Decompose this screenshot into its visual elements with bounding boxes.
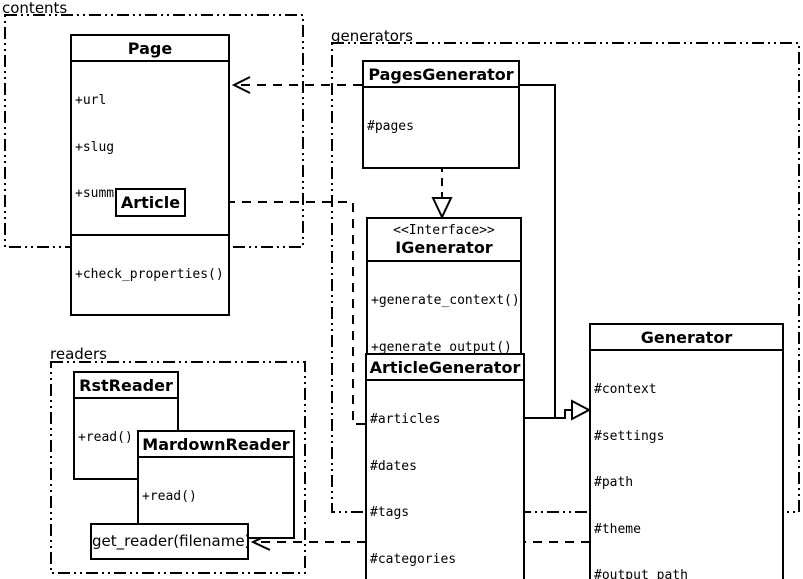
- class-rstreader-title: RstReader: [79, 376, 173, 395]
- package-label-contents: contents: [2, 0, 68, 17]
- package-frame-readers: [50, 361, 306, 574]
- generalization-arrow-generator: [571, 399, 592, 421]
- class-mardownreader: MardownReader +read(): [137, 430, 295, 539]
- class-article: Article: [115, 188, 186, 217]
- class-pagesgenerator: PagesGenerator #pages: [362, 60, 520, 169]
- package-frame-generators: [331, 42, 800, 513]
- class-igenerator-title: IGenerator: [395, 238, 493, 257]
- class-igenerator-stereotype: <<Interface>>: [393, 223, 495, 238]
- class-pagesgenerator-attributes: #pages: [364, 86, 518, 167]
- class-generator-attributes: #context #settings #path #theme #output_…: [591, 349, 782, 579]
- generalization-articlegenerator-generator: [525, 409, 572, 419]
- generalization-pagesgenerator-generator: [520, 84, 556, 418]
- package-label-generators: generators: [331, 27, 413, 45]
- class-igenerator-methods: +generate_context() +generate_output(): [368, 260, 520, 387]
- class-pagesgenerator-title: PagesGenerator: [368, 65, 514, 84]
- class-generator-title: Generator: [640, 328, 733, 347]
- class-mardownreader-methods: +read(): [139, 456, 293, 537]
- node-get-reader: get_reader(filename): [90, 523, 250, 560]
- class-article-title: Article: [120, 193, 181, 212]
- class-mardownreader-title: MardownReader: [142, 435, 290, 454]
- class-generator: Generator #context #settings #path #them…: [589, 323, 784, 579]
- class-page-title: Page: [127, 39, 173, 58]
- class-articlegenerator-attributes: #articles #dates #tags #categories: [367, 379, 523, 579]
- dependency-articlegenerator-article: [193, 201, 365, 425]
- package-label-readers: readers: [50, 345, 107, 363]
- class-page: Page +url +slug +summary +check_properti…: [70, 34, 230, 316]
- dependency-arrow-page: [231, 76, 251, 94]
- class-page-methods: +check_properties(): [72, 233, 228, 315]
- realization-arrow-igenerator: [431, 197, 453, 220]
- class-articlegenerator-title: ArticleGenerator: [369, 358, 521, 377]
- class-articlegenerator: ArticleGenerator #articles #dates #tags …: [365, 353, 525, 579]
- class-rstreader-methods: +read(): [75, 397, 177, 478]
